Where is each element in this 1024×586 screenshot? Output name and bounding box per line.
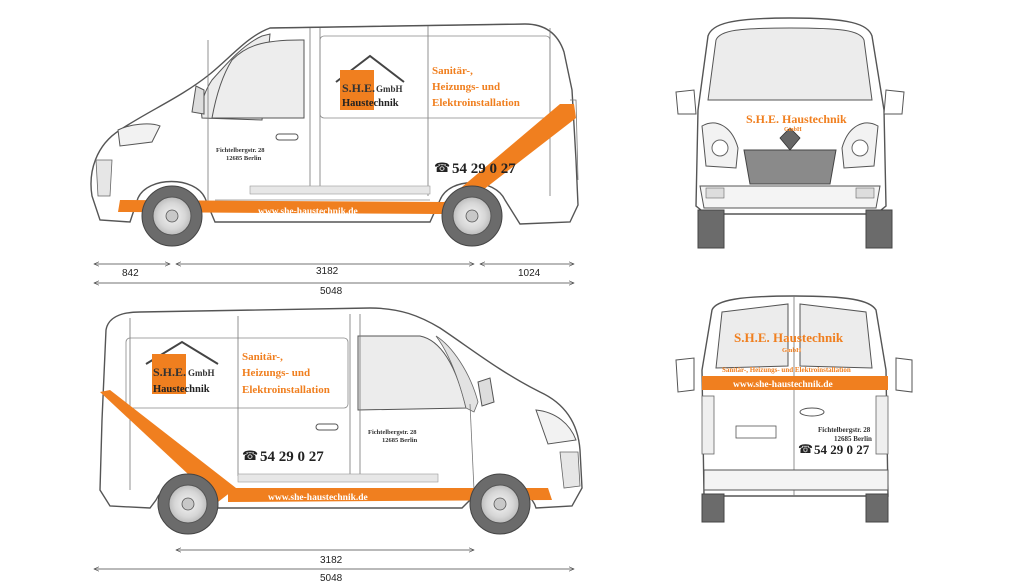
logo-haustechnik: Haustechnik: [342, 98, 399, 109]
dimensions-bottom: 3182 5048: [94, 550, 574, 584]
phone-number-2: 54 29 0 27: [260, 449, 324, 465]
dim-total-length: 5048: [320, 286, 343, 297]
rear-view: S.H.E. Haustechnik GmbH Sanitär-, Heizun…: [675, 295, 913, 523]
rear-accent-band: [702, 376, 888, 390]
services-text-2: Sanitär-, Heizungs- und Elektroinstallat…: [242, 351, 330, 396]
services-line-1-b: Sanitär-,: [242, 351, 283, 363]
dim-wheelbase: 3182: [316, 266, 339, 277]
front-company-name: S.H.E. Haustechnik: [746, 112, 847, 126]
accent-stripe-diagonal-2: [100, 390, 236, 502]
wheel-front: [141, 185, 203, 247]
dim-rear-overhang: 1024: [518, 268, 541, 279]
phone-icon: ☎: [434, 160, 450, 175]
address-street-2: Fichtelbergstr. 28: [368, 429, 417, 436]
front-gmbh: GmbH: [784, 127, 802, 133]
rear-website: www.she-haustechnik.de: [733, 380, 833, 390]
side-view-right: S.H.E. GmbH Haustechnik Sanitär-, Heizun…: [99, 307, 583, 535]
dimensions-top: 842 3182 1024 5048: [94, 264, 574, 297]
website-url: www.she-haustechnik.de: [258, 207, 358, 217]
logo-she-2: S.H.E.: [153, 365, 186, 379]
rear-company-name: S.H.E. Haustechnik: [734, 330, 844, 345]
phone-icon-2: ☎: [242, 448, 258, 463]
address-street: Fichtelbergstr. 28: [216, 147, 265, 154]
rear-gmbh: GmbH: [782, 347, 801, 354]
front-view: S.H.E. Haustechnik GmbH: [675, 17, 905, 249]
services-line-3: Elektroinstallation: [432, 97, 520, 109]
address-city-2: 12685 Berlin: [382, 437, 418, 444]
company-logo: S.H.E. GmbH Haustechnik: [335, 54, 405, 110]
rear-phone-icon: ☎: [798, 442, 813, 456]
services-line-2: Heizungs- und: [432, 81, 500, 93]
services-text: Sanitär-, Heizungs- und Elektroinstallat…: [432, 65, 520, 109]
dim-front-overhang: 842: [122, 268, 139, 279]
wheel-front-2: [469, 473, 531, 535]
company-logo-2: S.H.E. GmbH Haustechnik: [145, 340, 219, 395]
wheel-rear-2: [157, 473, 219, 535]
rear-phone-number: 54 29 0 27: [814, 442, 870, 457]
logo-haustechnik-2: Haustechnik: [153, 384, 210, 395]
phone-number: 54 29 0 27: [452, 161, 516, 177]
services-line-2-b: Heizungs- und: [242, 367, 310, 379]
logo-she: S.H.E.: [342, 81, 375, 95]
services-line-1: Sanitär-,: [432, 65, 473, 77]
services-line-3-b: Elektroinstallation: [242, 384, 330, 396]
rear-services: Sanitär-, Heizungs- und Elektroinstallat…: [722, 366, 851, 374]
website-url-2: www.she-haustechnik.de: [268, 493, 368, 503]
address-city: 12685 Berlin: [226, 155, 262, 162]
wheel-rear: [441, 185, 503, 247]
dim-total-length-2: 5048: [320, 573, 343, 584]
side-view-left: S.H.E. GmbH Haustechnik Sanitär-, Heizun…: [90, 23, 579, 247]
dim-wheelbase-2: 3182: [320, 555, 343, 566]
logo-gmbh: GmbH: [376, 84, 403, 94]
rear-address-city: 12685 Berlin: [834, 435, 872, 443]
rear-address-street: Fichtelbergstr. 28: [818, 426, 871, 434]
logo-gmbh-2: GmbH: [188, 368, 215, 378]
